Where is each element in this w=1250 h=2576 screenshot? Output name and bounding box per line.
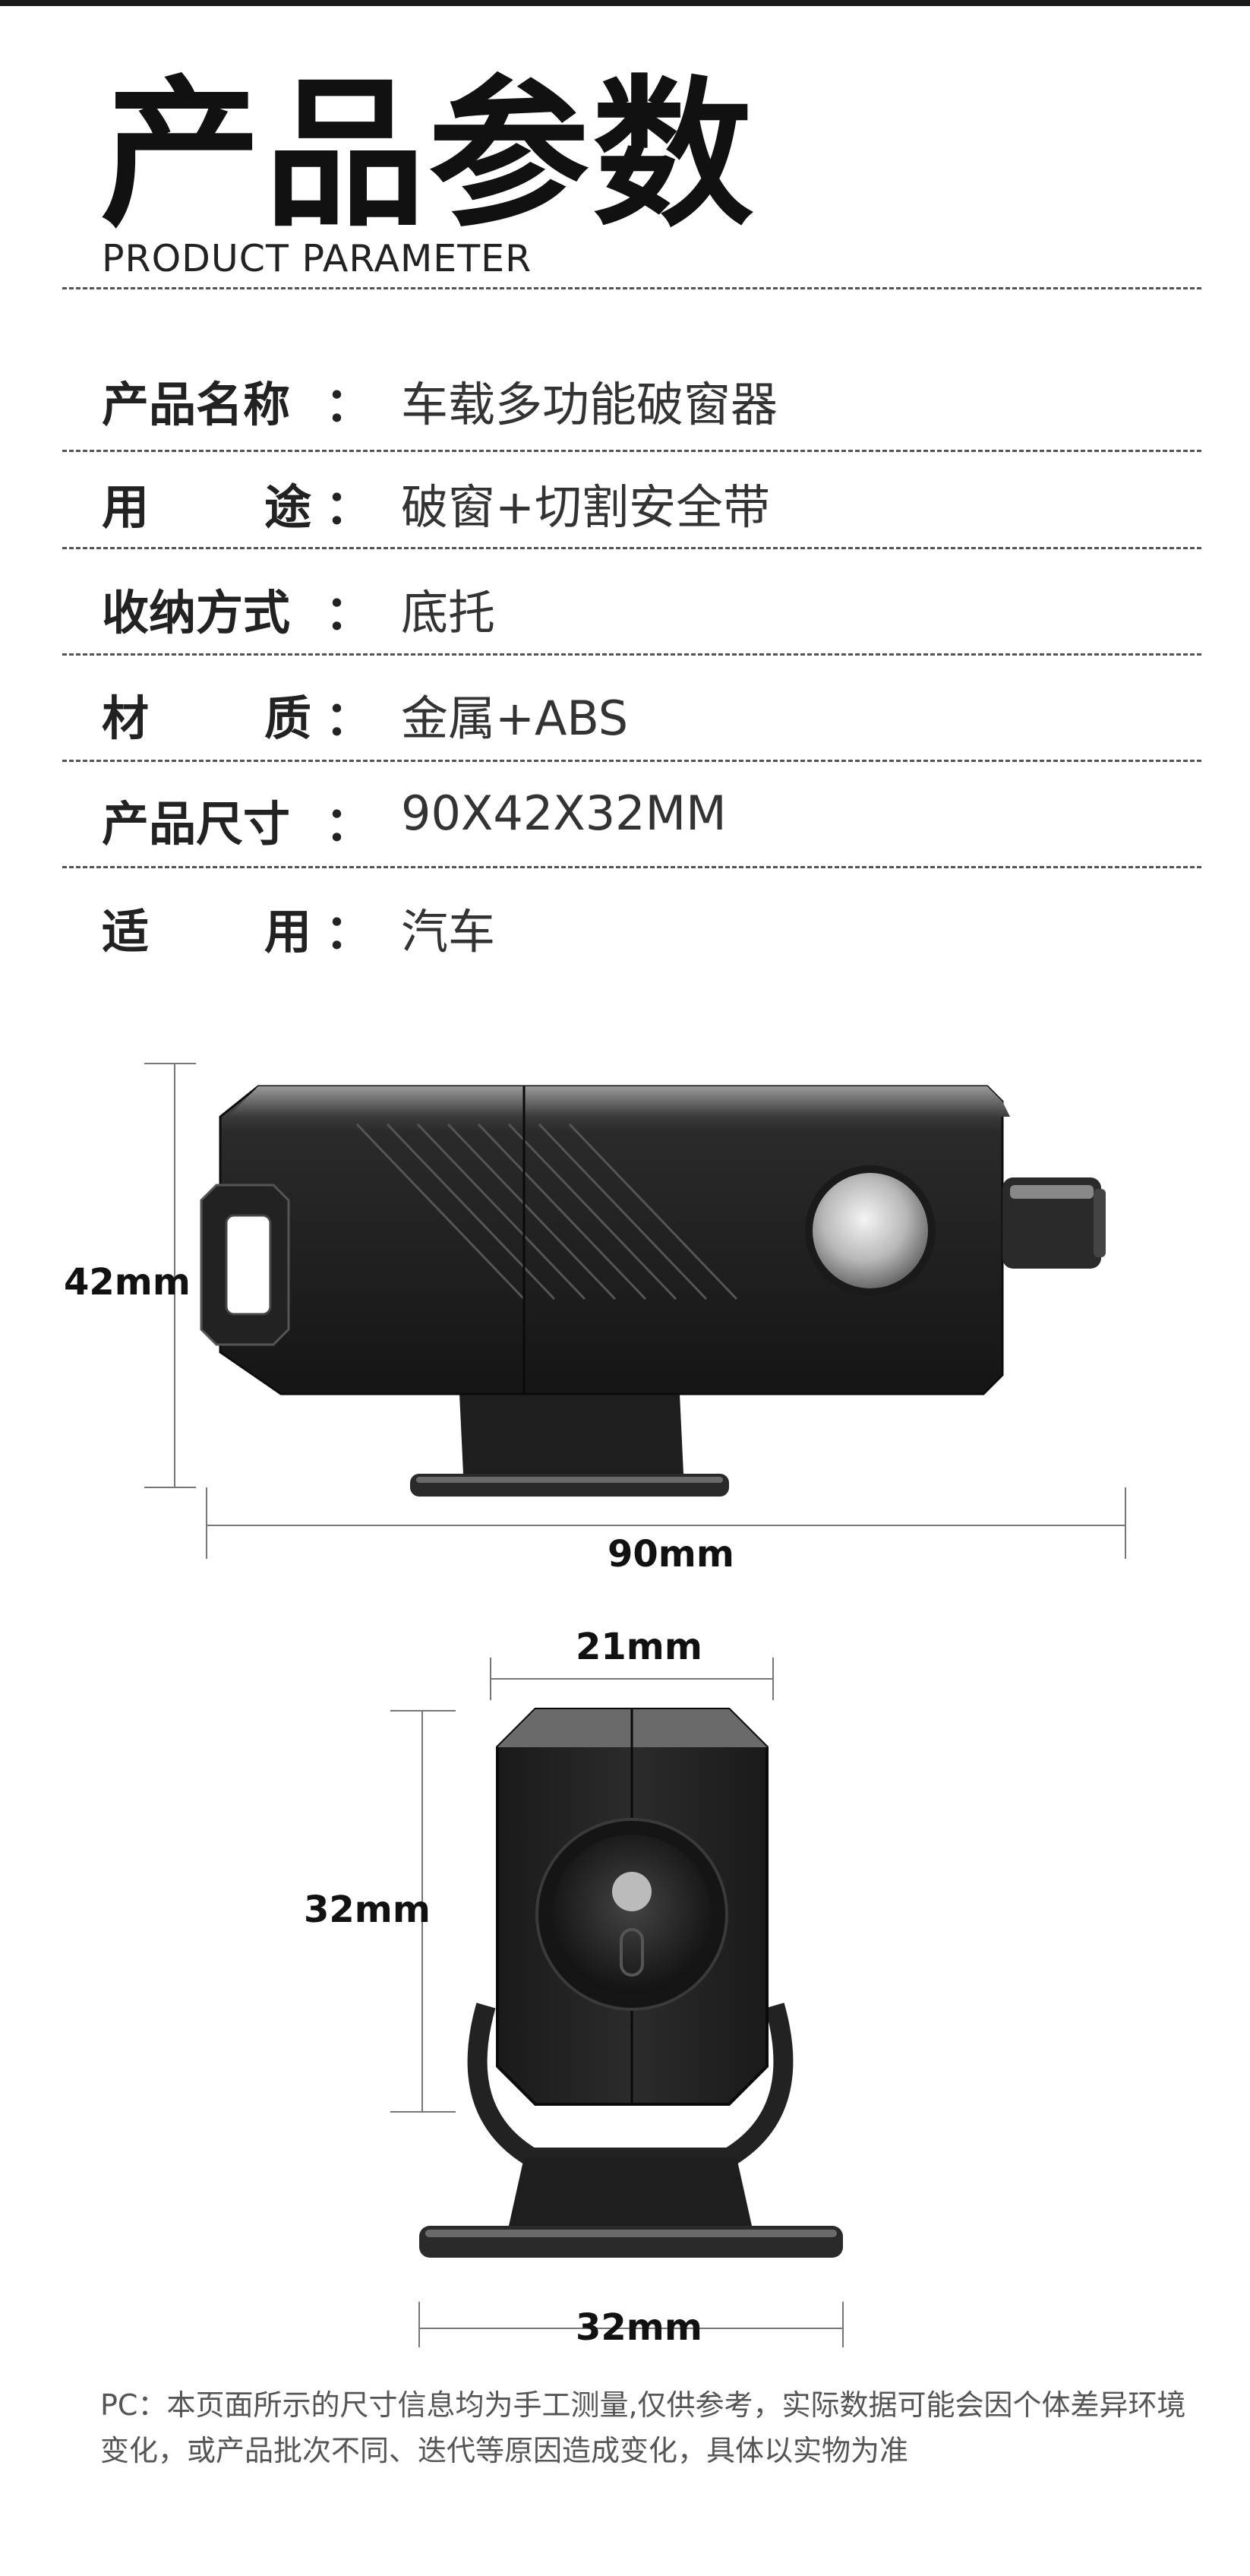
param-colon: ： <box>325 479 373 535</box>
param-value: 底托 <box>401 585 496 640</box>
front-view-diagram <box>390 1658 844 2347</box>
knob <box>813 1173 928 1288</box>
param-label: 产品名称 <box>102 377 291 432</box>
divider <box>62 547 1201 549</box>
divider <box>62 287 1201 289</box>
blade-point <box>612 1872 652 1911</box>
grip-ribs <box>355 1123 738 1301</box>
param-label: 用途 <box>102 479 428 535</box>
param-label: 收纳方式 <box>102 585 291 640</box>
page-subtitle: PRODUCT PARAMETER <box>102 237 532 280</box>
side-height-label: 42mm <box>64 1261 191 1304</box>
param-colon: ： <box>325 377 373 432</box>
param-value: 汽车 <box>401 904 496 959</box>
param-label: 材质 <box>102 691 428 746</box>
divider <box>62 450 1201 452</box>
divider <box>62 653 1201 656</box>
stand-neck <box>509 2157 752 2226</box>
side-length-label: 90mm <box>608 1533 734 1576</box>
param-colon: ： <box>325 796 373 852</box>
connector <box>1002 1177 1101 1269</box>
param-label: 产品尺寸 <box>102 796 291 852</box>
param-value: 90X42X32MM <box>401 785 727 841</box>
param-colon: ： <box>325 691 373 746</box>
param-value: 破窗+切割安全带 <box>401 479 770 535</box>
disclaimer-note: PC：本页面所示的尺寸信息均为手工测量,仅供参考，实际数据可能会因个体差异环境变… <box>100 2388 1186 2467</box>
front-disc <box>552 1835 712 1994</box>
front-base-width-label: 32mm <box>576 2306 702 2349</box>
param-value: 金属+ABS <box>401 691 629 746</box>
page-title: 产品参数 <box>100 61 756 248</box>
param-colon: ： <box>325 585 373 640</box>
divider <box>62 760 1201 762</box>
param-colon: ： <box>325 904 373 959</box>
side-view-diagram <box>144 1063 1126 1559</box>
front-height-label: 32mm <box>304 1889 431 1931</box>
param-value: 车载多功能破窗器 <box>401 377 778 432</box>
top-bar <box>0 0 1250 6</box>
divider <box>62 866 1201 868</box>
param-label: 适用 <box>102 904 428 959</box>
front-top-width-label: 21mm <box>576 1626 702 1668</box>
